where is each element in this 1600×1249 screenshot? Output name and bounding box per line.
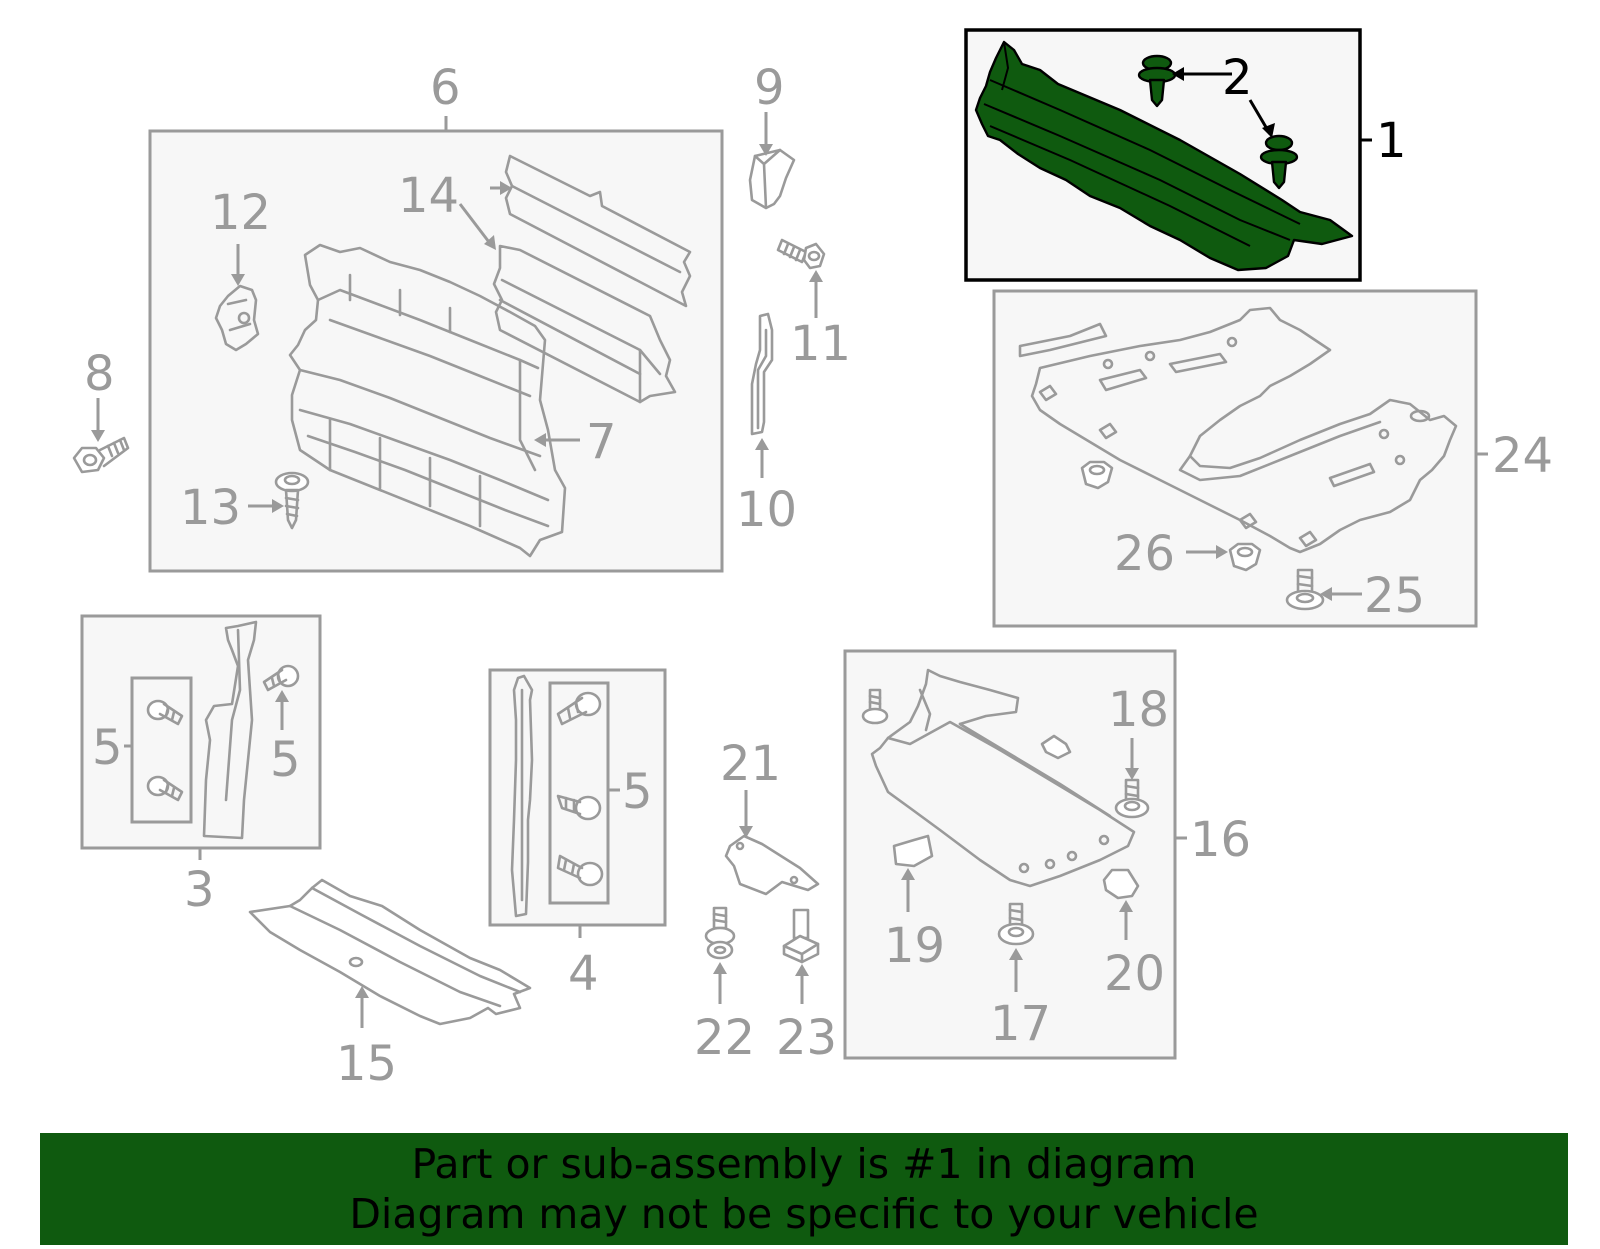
callout-26: 26: [1114, 526, 1175, 582]
callout-3: 3: [184, 862, 215, 918]
part-17-screw: [997, 902, 1035, 946]
callout-24: 24: [1492, 428, 1553, 484]
callout-5-group-4: 5: [622, 764, 653, 820]
banner-line-1: Part or sub-assembly is #1 in diagram: [411, 1140, 1197, 1188]
part-5-screw-3c: [262, 664, 300, 692]
part-25-screw: [1285, 568, 1325, 611]
callout-9: 9: [754, 60, 785, 116]
callout-8: 8: [84, 346, 115, 402]
callout-12: 12: [210, 185, 271, 241]
part-2-push-pin-lower[interactable]: [1259, 134, 1299, 190]
callout-2: 2: [1222, 50, 1253, 106]
part-12-bracket: [214, 284, 260, 352]
callout-11: 11: [790, 316, 851, 372]
callout-13: 13: [180, 480, 241, 536]
callout-16: 16: [1190, 812, 1251, 868]
part-3-side-seal: [202, 620, 258, 840]
part-18-screw: [1114, 778, 1150, 819]
part-2-push-pin-upper[interactable]: [1137, 54, 1177, 108]
part-1-air-deflector[interactable]: [974, 40, 1354, 272]
callout-4: 4: [568, 946, 599, 1002]
part-5-screw-4c: [556, 854, 604, 887]
callout-18: 18: [1108, 682, 1169, 738]
part-24-undertray: [1018, 306, 1458, 554]
part-23-stud: [782, 908, 820, 964]
part-26-clip-nut: [1228, 542, 1262, 572]
group-box-3: [80, 614, 322, 850]
part-10-seal-strip: [750, 312, 774, 436]
part-7-active-grille-frame: [288, 243, 567, 558]
callout-19: 19: [884, 918, 945, 974]
part-5-screw-4b: [556, 794, 602, 821]
group-box-6: [148, 129, 724, 573]
callout-15: 15: [336, 1036, 397, 1092]
callout-5-right-of-3: 5: [270, 732, 301, 788]
part-19-clip: [892, 834, 934, 868]
callout-20: 20: [1104, 946, 1165, 1002]
callout-14: 14: [398, 168, 459, 224]
callout-5-left: 5: [92, 720, 123, 776]
banner-line-2: Diagram may not be specific to your vehi…: [349, 1190, 1259, 1238]
callout-7: 7: [586, 414, 617, 470]
part-21-bracket: [724, 834, 820, 896]
part-11-bolt: [776, 238, 826, 270]
part-14-lower-shutter: [492, 244, 677, 404]
sub-box-5-left: [130, 676, 193, 824]
part-15-lower-deflector: [248, 878, 532, 1026]
part-5-screw-3b: [146, 775, 184, 802]
callout-6: 6: [430, 60, 461, 116]
part-26-clip-nut-left: [1080, 460, 1114, 490]
part-5-screw-3a: [146, 699, 184, 726]
callout-1: 1: [1376, 113, 1407, 169]
callout-23: 23: [776, 1010, 837, 1066]
part-9-clip: [748, 148, 796, 210]
part-5-screw-4a: [556, 691, 602, 726]
part-16-screw-topleft: [861, 688, 889, 725]
part-22-stud: [704, 906, 736, 960]
part-20-clip: [1102, 868, 1140, 900]
part-16-undertray: [870, 668, 1136, 888]
part-16-small-clip: [1040, 734, 1072, 760]
callout-22: 22: [694, 1010, 755, 1066]
part-13-screw: [274, 471, 310, 530]
callout-21: 21: [720, 736, 781, 792]
callout-25: 25: [1364, 568, 1425, 624]
info-banner: Part or sub-assembly is #1 in diagram Di…: [40, 1133, 1568, 1245]
part-4-side-seal: [510, 674, 534, 918]
callout-17: 17: [990, 996, 1051, 1052]
part-8-bolt: [72, 436, 130, 474]
callout-10: 10: [736, 482, 797, 538]
